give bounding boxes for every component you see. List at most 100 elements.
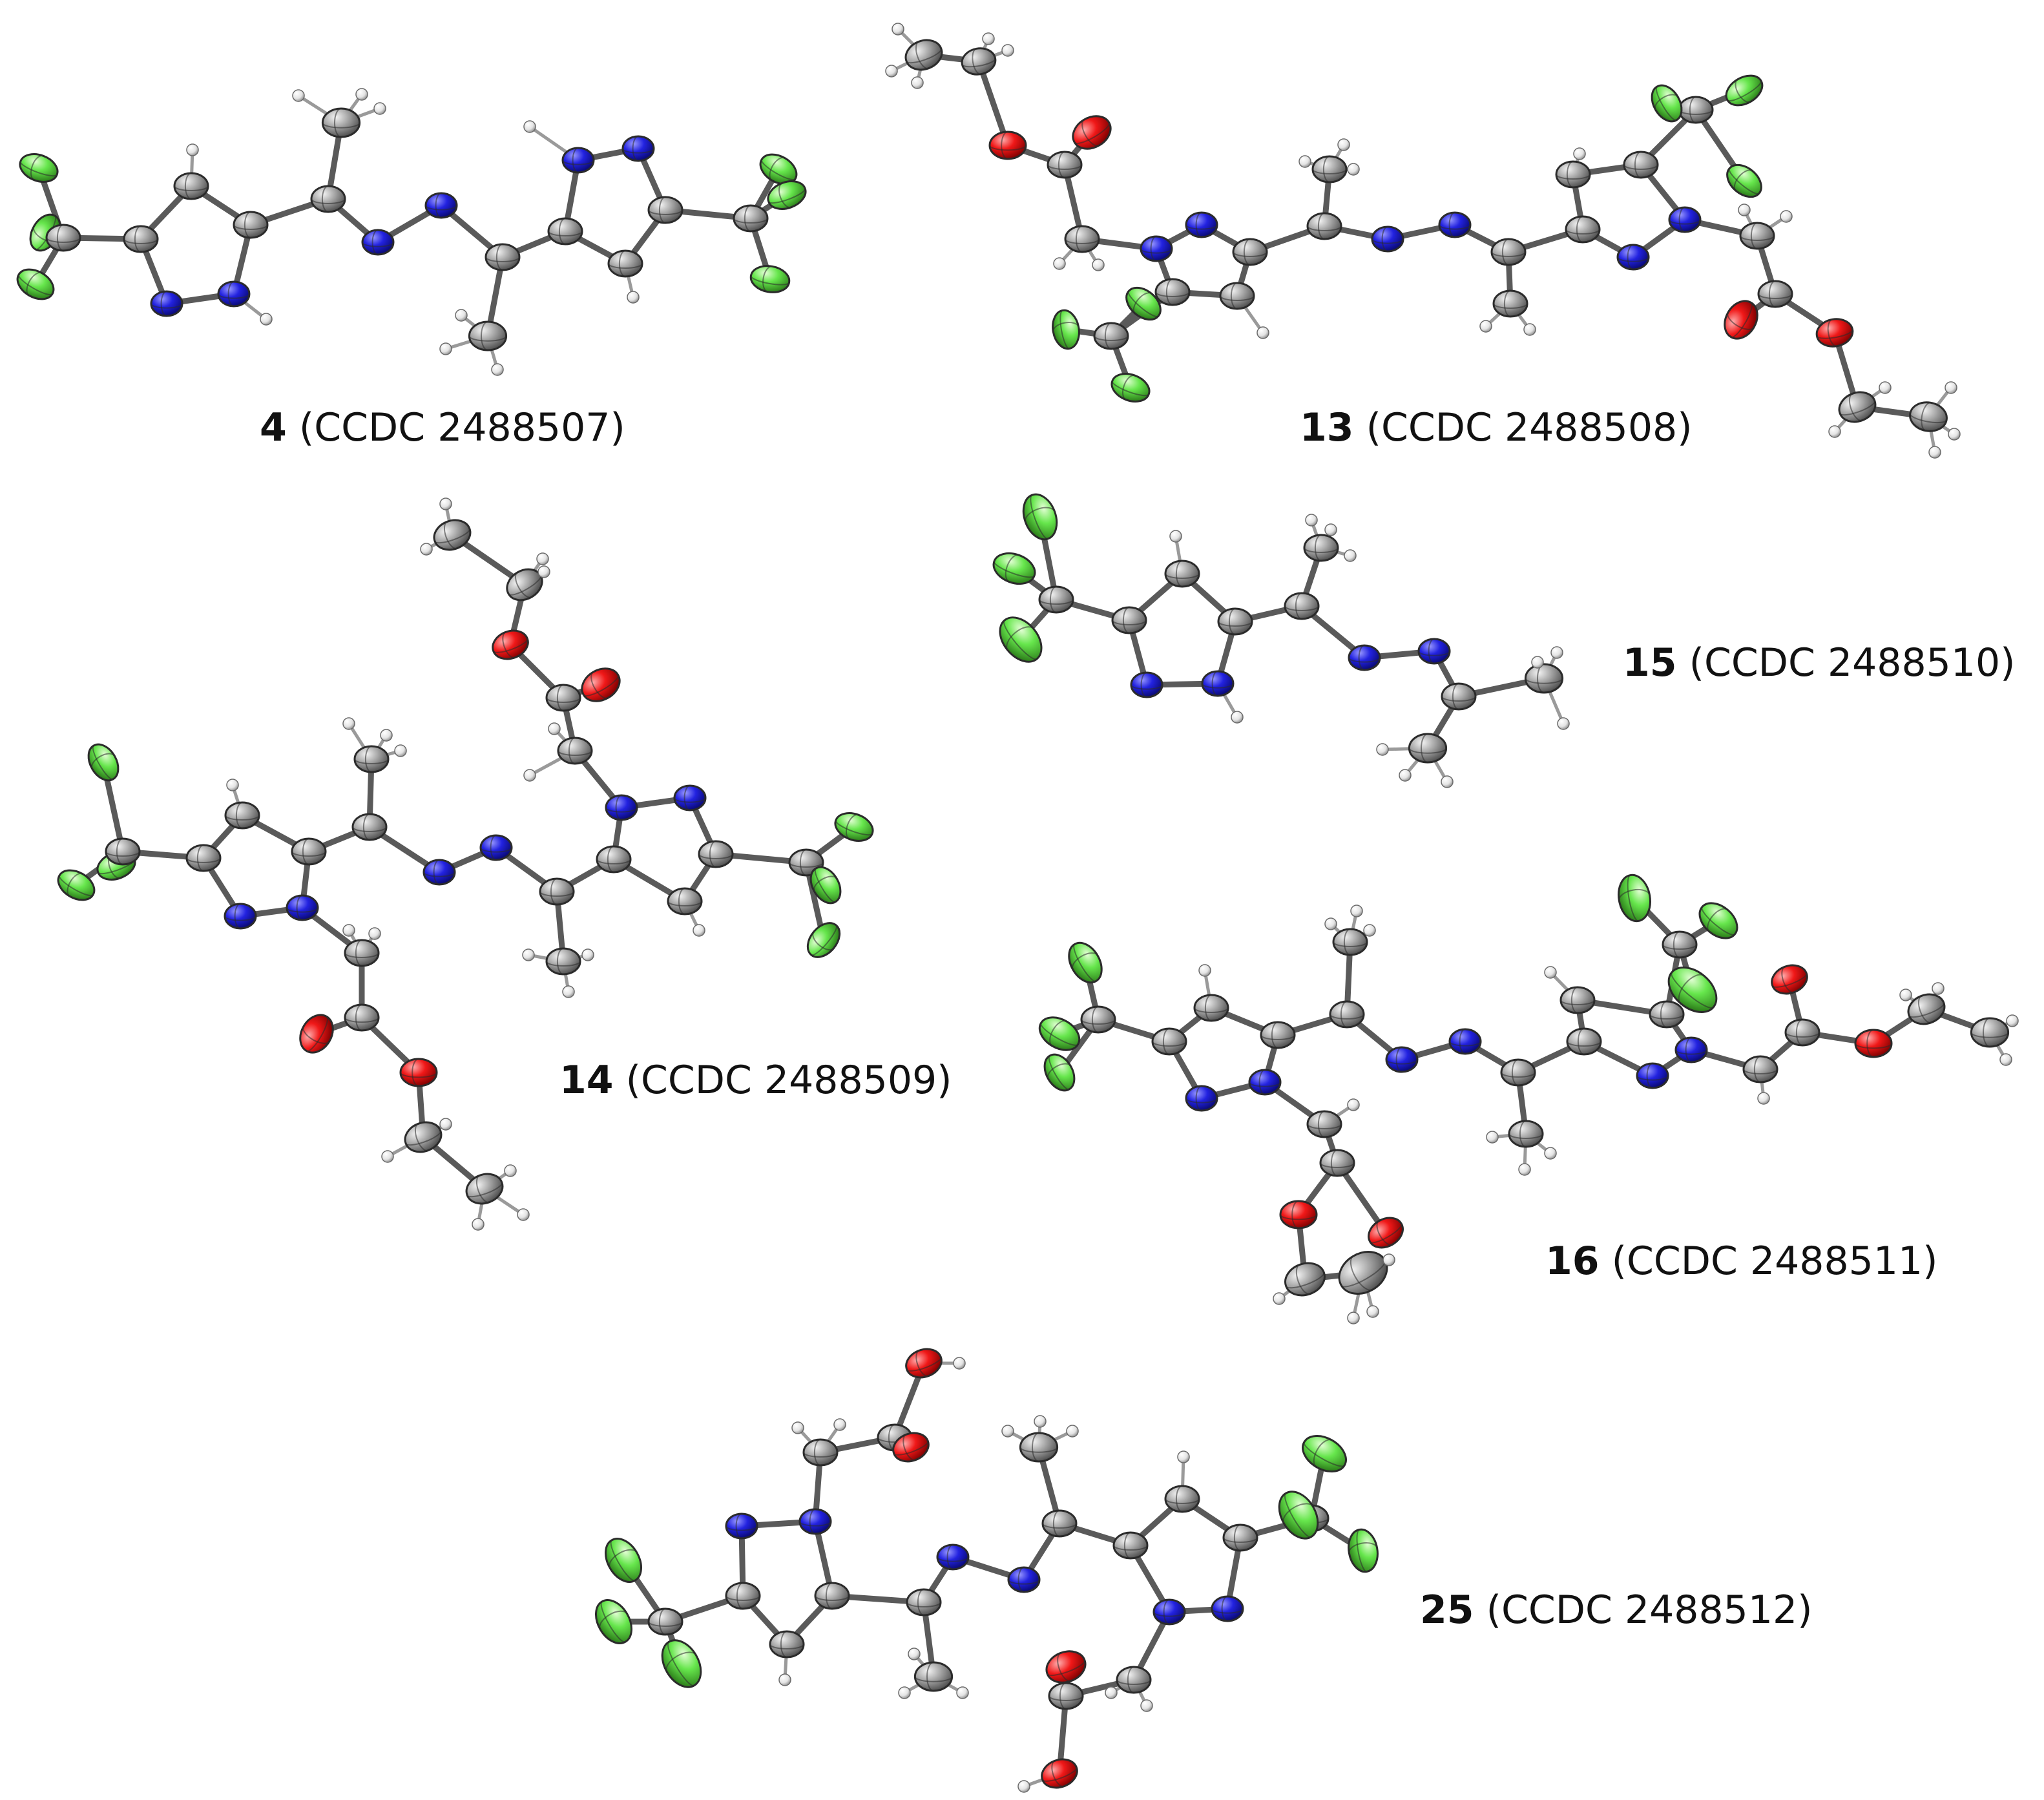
nitrogen-atom [1348,644,1381,671]
oxygen-atom [1072,115,1112,150]
hydrogen-atom [1344,549,1357,562]
hydrogen-atom [956,1686,969,1699]
molecule-16-ortep [1038,874,2019,1324]
nitrogen-atom [1152,1598,1186,1626]
atom-layer [992,493,1570,788]
hydrogen-atom [1557,717,1570,730]
carbon-atom [1490,238,1527,266]
carbon-atom [465,1173,504,1205]
carbon-atom [1441,682,1477,711]
carbon-atom [1408,733,1448,764]
nitrogen-atom [1438,211,1472,238]
hydrogen-atom [898,1686,911,1699]
fluorine-atom [1278,1491,1319,1540]
fluorine-atom [1302,1435,1347,1472]
hydrogen-atom [1231,711,1244,724]
hydrogen-atom [885,65,898,78]
hydrogen-atom [1324,917,1337,930]
hydrogen-atom [1140,1699,1153,1712]
fluorine-atom [1618,874,1651,923]
carbon-atom [404,1121,443,1153]
carbon-atom [1742,1055,1778,1083]
hydrogen-atom [455,309,468,322]
carbon-atom [1662,930,1698,959]
hydrogen-atom [186,143,199,156]
oxygen-atom [492,629,529,660]
caption-15: 15 (CCDC 2488510) [1623,640,2016,685]
carbon-atom [123,225,159,253]
carbon-atom [173,172,209,200]
bond-layer [610,1360,1366,1788]
hydrogen-atom [226,779,239,791]
hydrogen-atom [355,88,368,101]
nitrogen-atom [1185,211,1218,238]
hydrogen-atom [1347,1312,1360,1324]
carbon-atom [667,887,703,916]
nitrogen-atom [286,894,319,921]
hydrogen-atom [292,89,305,102]
fluorine-atom [1667,967,1718,1013]
hydrogen-atom [342,717,355,730]
carbon-atom [1112,1531,1149,1560]
carbon-atom [1338,1251,1388,1295]
hydrogen-atom [394,744,407,757]
carbon-atom [698,840,734,868]
molecule-25-ortep [595,1348,1379,1793]
nitrogen-atom [561,147,595,174]
carbon-atom [1757,280,1793,308]
fluorine-atom [749,265,791,293]
bond-layer [890,27,1956,454]
hydrogen-atom [1879,381,1892,394]
fluorine-atom [759,153,798,185]
carbon-atom [1164,1485,1200,1513]
hydrogen-atom [1550,646,1563,659]
carbon-atom [1193,994,1229,1022]
nitrogen-atom [1007,1566,1041,1593]
hydrogen-atom [368,927,381,940]
hydrogen-atom [1092,258,1105,271]
carbon-atom [1838,391,1877,423]
bond-layer [1011,514,1565,784]
carbon-atom [1784,1018,1820,1047]
carbon-atom [1565,215,1601,244]
hydrogen-atom [1899,989,1912,1001]
carbon-atom [1319,1149,1355,1177]
hydrogen-atom [2006,1014,2019,1027]
caption-13: 13 (CCDC 2488508) [1300,405,1693,450]
carbon-atom [1284,592,1320,620]
hydrogen-atom [1001,44,1014,57]
ccdc-number: (CCDC 2488507) [299,405,625,450]
hydrogen-atom [1034,1415,1047,1428]
hydrogen-atom [523,120,536,133]
nitrogen-atom [361,229,395,256]
hydrogen-atom [1053,257,1066,270]
carbon-atom [1555,160,1591,189]
fluorine-atom [834,812,874,842]
carbon-atom [1219,282,1255,310]
hydrogen-atom [1738,204,1751,216]
hydrogen-atom [1928,446,1941,459]
molecule-14-ortep [57,497,874,1231]
fluorine-atom [1068,941,1103,984]
hydrogen-atom [562,985,575,998]
hydrogen-atom [420,543,433,556]
nitrogen-atom [1185,1085,1218,1112]
carbon-atom [45,224,81,252]
hydrogen-atom [693,924,705,937]
carbon-atom [814,1582,850,1610]
hydrogen-atom [342,924,355,937]
carbon-atom [485,243,521,271]
fluorine-atom [1125,286,1162,321]
hydrogen-atom [1828,425,1841,438]
carbon-atom [1500,1058,1536,1087]
fluorine-atom [1726,163,1762,198]
carbon-atom [906,1588,942,1617]
hydrogen-atom [833,1418,846,1431]
ccdc-number: (CCDC 2488509) [626,1058,952,1103]
atom-layer [885,23,1961,459]
hydrogen-atom [439,342,452,355]
hydrogen-atom [548,722,561,735]
hydrogen-atom [1177,1450,1190,1463]
carbon-atom [185,844,222,872]
